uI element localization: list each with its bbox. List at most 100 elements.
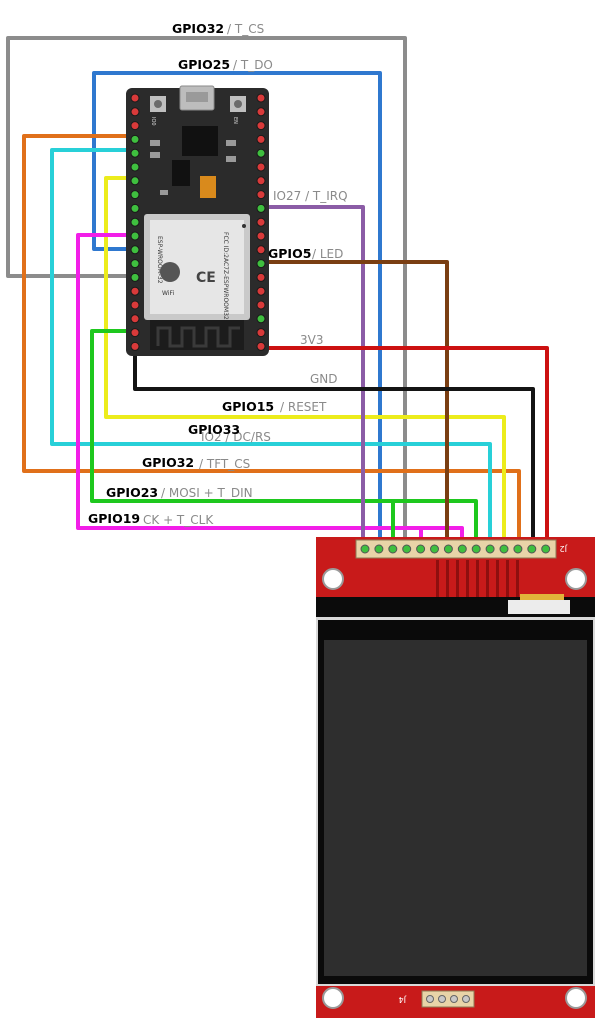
j4-pin [438, 995, 446, 1003]
label-reset: / RESET [280, 400, 327, 414]
tft-pin [485, 544, 495, 554]
esp32-pin [256, 176, 266, 186]
usb-uart-chip [182, 126, 218, 156]
wire-dc-rs [50, 148, 492, 550]
label-tft-cs: / TFT_CS [199, 457, 250, 471]
tft-display-module: J2 J4 [316, 537, 595, 1018]
pcb-trace [446, 560, 449, 597]
esp32-pin [130, 314, 140, 324]
tft-header-j2 [355, 539, 557, 559]
tft-pin [416, 544, 426, 554]
esp32-pin [256, 259, 266, 269]
tft-pin [499, 544, 509, 554]
esp32-pin [256, 121, 266, 131]
gpio-t-do: GPIO25 [178, 57, 230, 72]
wire-t-irq [259, 205, 365, 550]
wire-reset [104, 176, 506, 550]
esp32-pin [130, 121, 140, 131]
esp32-pin [256, 190, 266, 200]
tft-pin [527, 544, 537, 554]
esp32-pin [256, 217, 266, 227]
tft-pin [374, 544, 384, 554]
tft-pin [402, 544, 412, 554]
j4-pins [426, 995, 470, 1003]
esp32-pin [256, 328, 266, 338]
gpio-led: GPIO5 [268, 246, 311, 261]
wire-layer [6, 36, 549, 550]
mount-hole-br [565, 987, 587, 1009]
wifi-text: WiFi [162, 290, 174, 297]
esp32-pin [256, 134, 266, 144]
wire-led [259, 260, 449, 550]
pcb-trace [506, 560, 509, 597]
label-t-do: / T_DO [233, 58, 273, 72]
wire-sck [76, 233, 464, 550]
tft-pin [443, 544, 453, 554]
module-brand: ESP-WROOM-32 [156, 236, 163, 284]
esp32-pin [256, 300, 266, 310]
pin-labels: / T_CS GPIO32 / T_DO GPIO25 IO27 / T_IRQ… [88, 21, 348, 527]
gpio-reset: GPIO15 [222, 399, 274, 414]
esp32-pin [256, 148, 266, 158]
tft-pin [430, 544, 439, 554]
label-sck: CK + T_CLK [143, 513, 214, 527]
fcc-text: FCC ID:2AC7Z-ESPWROOM32 [222, 232, 229, 320]
esp32-left-header [130, 93, 140, 351]
j4-pin [450, 995, 458, 1003]
esp32-pin [130, 203, 140, 213]
esp32-pin [130, 134, 140, 144]
esp32-pin [130, 328, 140, 338]
tft-pin [471, 544, 481, 554]
pcb-trace [476, 560, 479, 597]
pcb-trace [456, 560, 459, 597]
esp32-pin [256, 245, 266, 255]
esp32-pin [256, 286, 266, 296]
esp32-pin [130, 341, 140, 351]
label-mosi: / MOSI + T_DIN [161, 486, 253, 500]
mount-hole-tl [322, 568, 344, 590]
pcb-trace [486, 560, 489, 597]
label-t-cs: / T_CS [227, 22, 264, 36]
tft-header-j4 [421, 990, 475, 1008]
tft-pin [388, 544, 398, 554]
esp32-pin [256, 341, 266, 351]
label-gnd: GND [310, 372, 338, 386]
esp32-pin [130, 272, 140, 282]
esp32-pin [130, 107, 140, 117]
capacitor [200, 176, 216, 198]
esp32-pin [130, 176, 140, 186]
esp32-pin [130, 231, 140, 241]
esp32-right-header [256, 93, 266, 351]
tft-pin [457, 544, 467, 554]
esp32-pin [130, 190, 140, 200]
gpio-tft-cs: GPIO32 [142, 455, 194, 470]
label-dc-rs: IO2 / DC/RS [201, 430, 271, 444]
lcd-screen [324, 640, 587, 976]
wire-3v3 [259, 346, 549, 550]
pcb-trace [496, 560, 499, 597]
tft-header-pins [360, 544, 551, 554]
esp32-pin [256, 272, 266, 282]
pcb-trace [466, 560, 469, 597]
pcb-trace [516, 560, 519, 597]
gpio-mosi: GPIO23 [106, 485, 158, 500]
wire-gnd [133, 344, 535, 550]
mount-hole-bl [322, 987, 344, 1009]
esp32-pin [256, 203, 266, 213]
flex-tab [520, 594, 564, 602]
esp32-pin [130, 93, 140, 103]
tft-pin [360, 544, 370, 554]
esp32-devkit-board: IO0 EN ESP-WROOM-32 FCC ID:2AC7Z-ESPWROO… [126, 85, 269, 356]
esp32-pin [256, 107, 266, 117]
esp32-pin [130, 245, 140, 255]
esp32-pin [130, 217, 140, 227]
esp32-pin [256, 93, 266, 103]
en-silk: EN [232, 117, 238, 124]
wire-tft-cs [22, 134, 521, 550]
io0-silk: IO0 [150, 117, 156, 126]
j4-label: J4 [399, 995, 407, 1004]
label-t-irq: IO27 / T_IRQ [273, 189, 348, 203]
gpio-sck: GPIO19 [88, 511, 140, 526]
pcb-trace [436, 560, 439, 597]
esp32-pin [130, 286, 140, 296]
